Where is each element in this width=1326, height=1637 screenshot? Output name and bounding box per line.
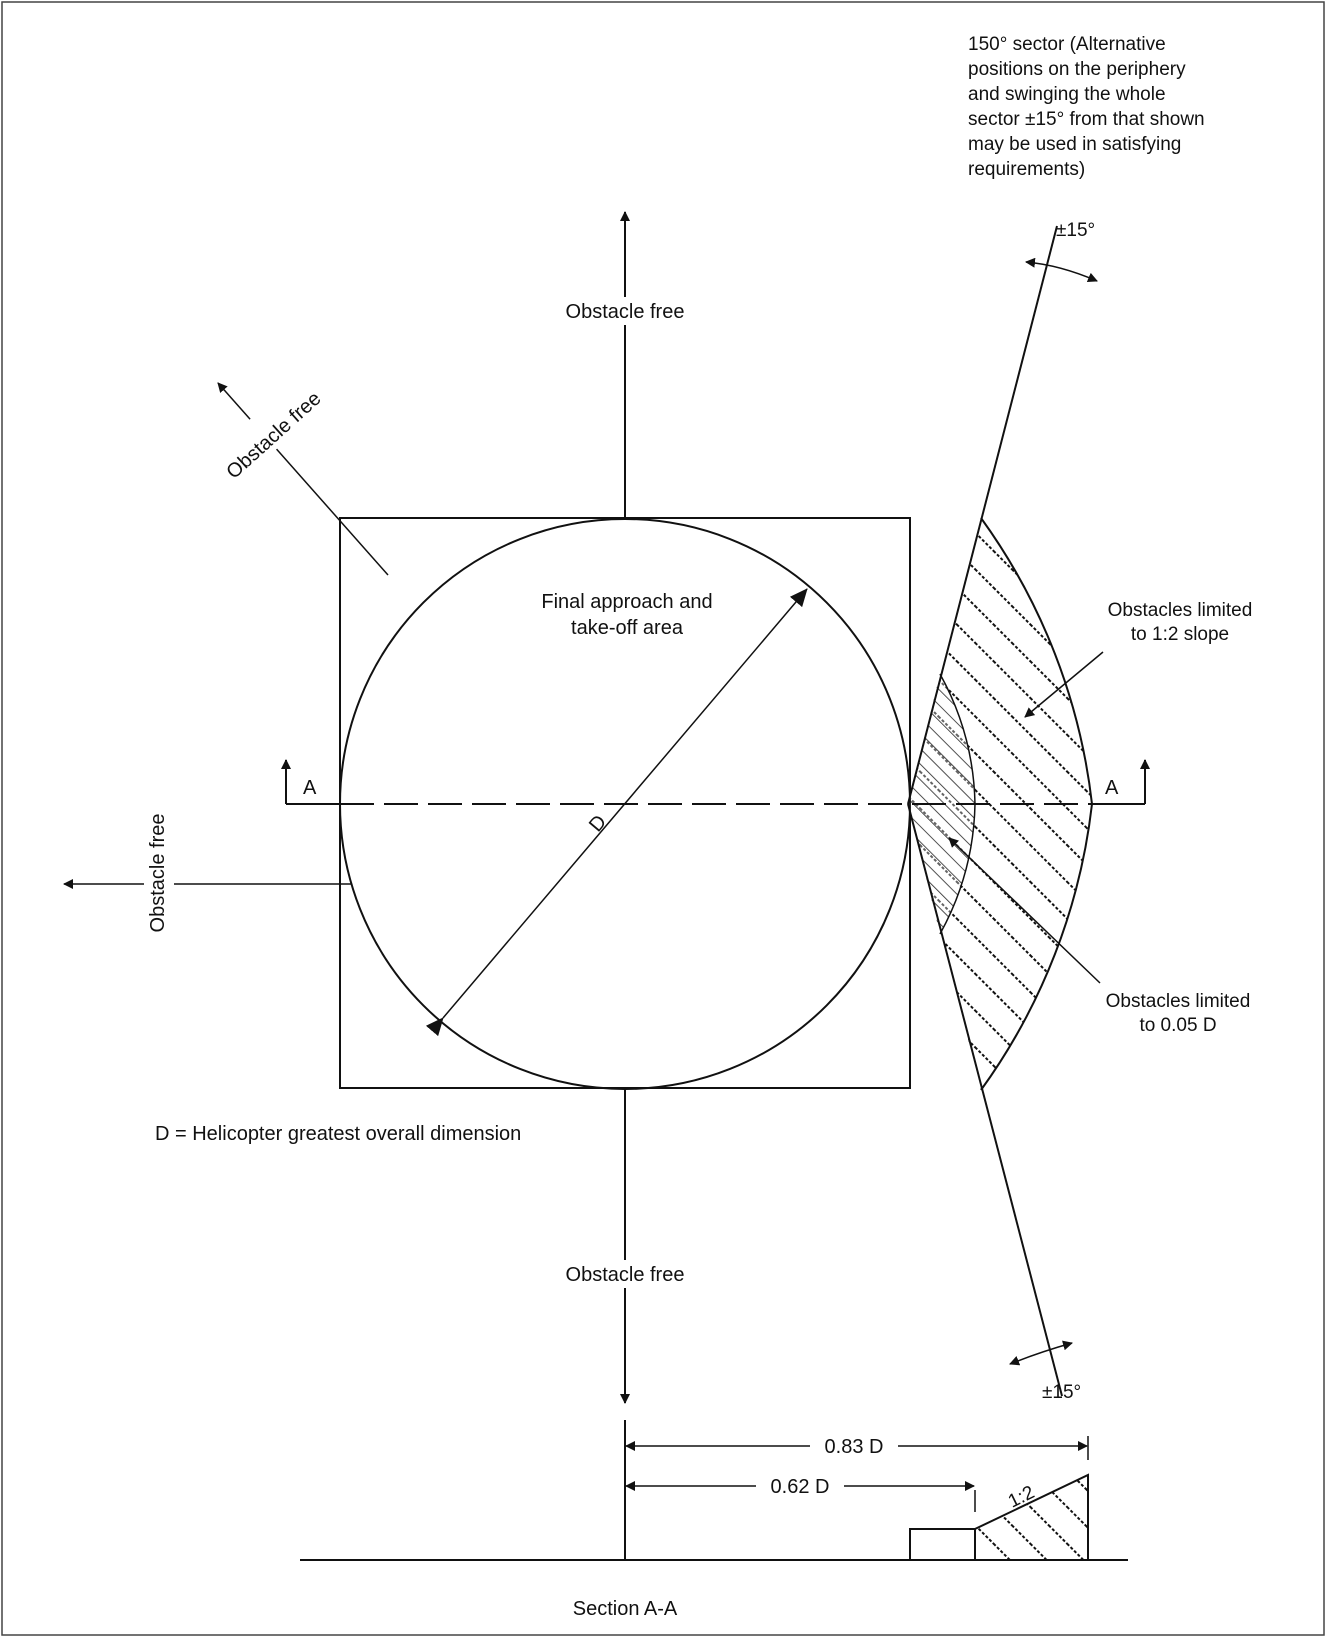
height-note-arrow <box>948 837 1101 984</box>
sector-note-1: 150° sector (Alternative <box>968 34 1166 55</box>
slope-note-line1: Obstacles limited <box>1108 600 1253 621</box>
sector-note-6: requirements) <box>968 159 1085 180</box>
section-a-right-label: A <box>1105 777 1119 799</box>
obstacle-free-top-label: Obstacle free <box>566 301 685 323</box>
fato-label-line1: Final approach and <box>541 591 712 613</box>
swing-arc-bottom <box>1009 1340 1073 1366</box>
height-note-line2: to 0.05 D <box>1139 1015 1216 1036</box>
swing-top-label: ±15° <box>1056 220 1095 241</box>
sector-note-3: and swinging the whole <box>968 84 1166 105</box>
obstacle-free-diag-arrow <box>217 382 389 576</box>
sector-upper-edge <box>907 225 1058 805</box>
section-title: Section A-A <box>573 1598 678 1620</box>
sector-lower-edge <box>907 803 1063 1397</box>
sector-note-4: sector ±15° from that shown <box>968 109 1205 130</box>
diameter-arrow <box>425 588 808 1037</box>
swing-arc-top <box>1025 257 1098 283</box>
slope-note-arrow <box>1024 651 1104 718</box>
diameter-label: D <box>585 811 611 836</box>
dim-083-label: 0.83 D <box>825 1436 884 1458</box>
section-slope-block <box>975 1475 1088 1560</box>
fato-label-line2: take-off area <box>571 617 684 639</box>
obstacle-free-left-label: Obstacle free <box>147 814 169 933</box>
height-note-line1: Obstacles limited <box>1106 991 1251 1012</box>
swing-bottom-label: ±15° <box>1042 1382 1081 1403</box>
sector-note-2: positions on the periphery <box>968 59 1186 80</box>
section-height-block <box>909 1528 976 1561</box>
slope-note-line2: to 1:2 slope <box>1131 624 1229 645</box>
d-definition: D = Helicopter greatest overall dimensio… <box>155 1123 521 1145</box>
section-a-left-label: A <box>303 777 317 799</box>
dim-062-label: 0.62 D <box>771 1476 830 1498</box>
sector-note-5: may be used in satisfying <box>968 134 1181 155</box>
obstacle-free-bottom-label: Obstacle free <box>566 1264 685 1286</box>
